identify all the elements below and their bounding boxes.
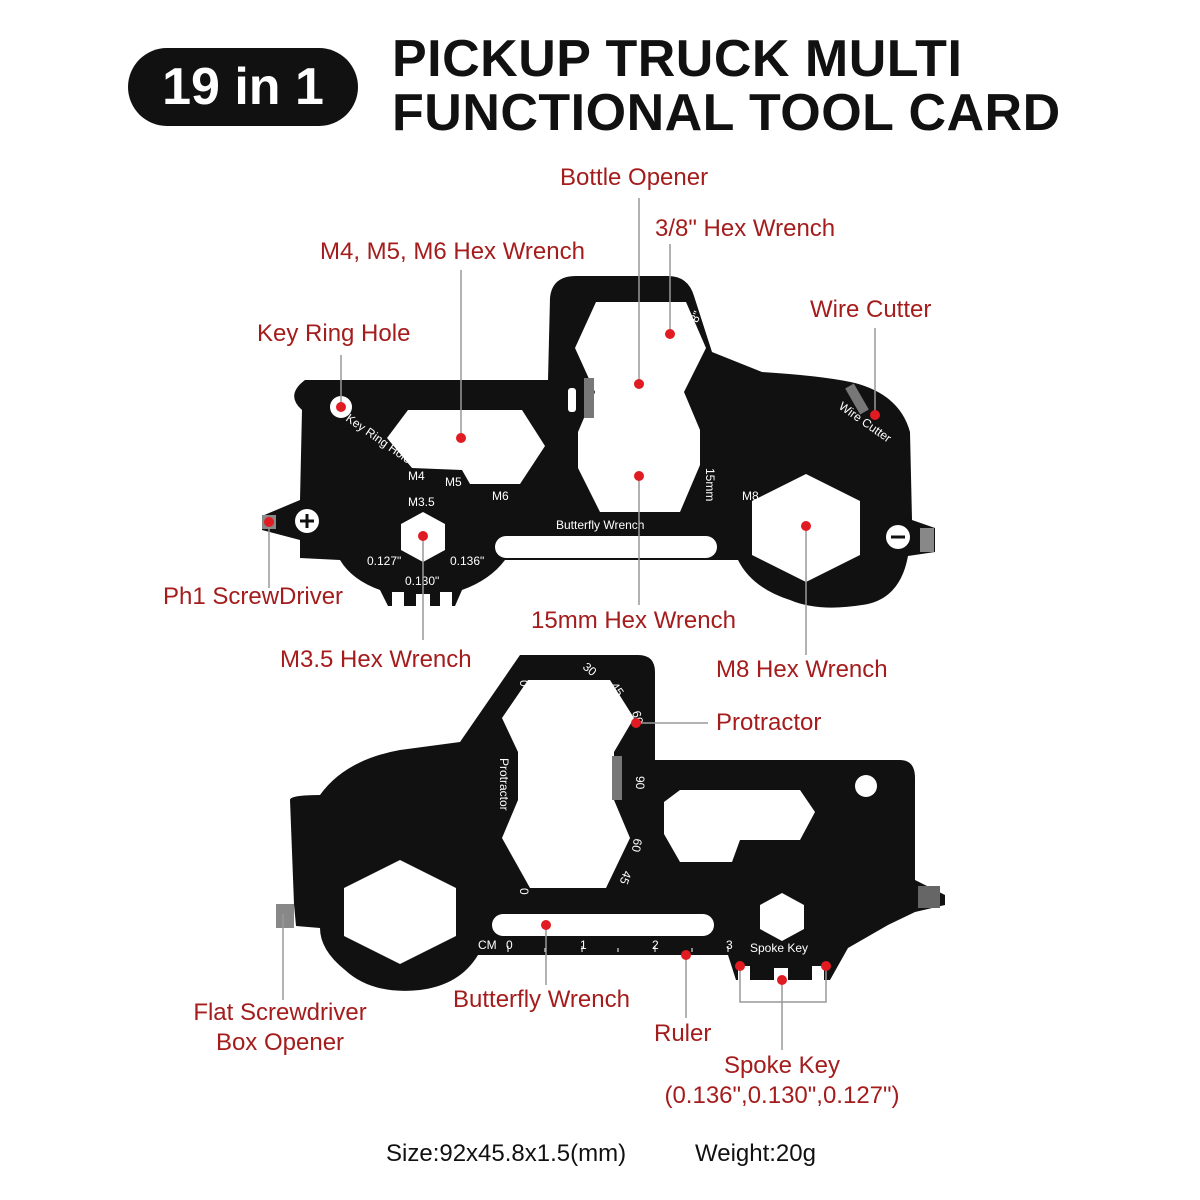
m4-m6-hex-wrench-cutout [387,410,545,484]
dot-15mm [634,471,644,481]
leader-lines [268,198,876,1050]
label-protractor: Protractor [716,709,822,736]
label-3-8-hex-wrench: 3/8" Hex Wrench [655,215,836,242]
dot-spoke-2 [777,975,787,985]
etch-protractor: Protractor [497,758,511,811]
label-spoke-line-1: Spoke Key [723,1052,841,1079]
label-flat-line-1: Flat Screwdriver [193,999,367,1026]
back-key-ring-hole [855,775,877,797]
label-key-ring-hole: Key Ring Hole [257,320,411,347]
etch-angle-45-bottom: 45 [617,869,635,887]
etch-m5: M5 [445,475,462,489]
label-flat-screwdriver: Flat Screwdriver Box Opener [180,999,380,1057]
etch-angle-0-bottom: 0 [517,888,531,895]
dot-ruler [681,950,691,960]
label-spoke-line-2: (0.136",0.130",0.127") [664,1082,900,1109]
dot-m35 [418,531,428,541]
etch-ruler-2: 2 [652,938,659,952]
dot-protractor [631,718,641,728]
flat-tip-front [920,528,934,552]
ruler-ticks [507,946,729,952]
spoke-hex-cutout [760,893,804,941]
label-15mm-hex-wrench: 15mm Hex Wrench [531,607,736,634]
ph1-cross [300,514,314,528]
etch-angle-90: 90 [633,776,647,790]
etch-spoke-key: Spoke Key [750,941,808,955]
back-card: Protractor 0 30 45 60 90 60 45 0 CM 0 1 … [276,655,945,991]
dot-wire-cutter [870,410,880,420]
etch-ruler-1: 1 [580,938,587,952]
dot-3-8 [665,329,675,339]
protractor-opening [502,680,634,888]
label-flat-line-2: Box Opener [215,1029,345,1056]
front-spoke-notch-3 [440,592,452,606]
dot-key-ring [336,402,346,412]
etch-m4: M4 [408,469,425,483]
label-ph1-screwdriver: Ph1 ScrewDriver [163,583,344,610]
dot-m8 [801,521,811,531]
front-slot [495,536,717,558]
etch-130: 0.130" [405,574,439,588]
dot-spoke-1 [735,961,745,971]
label-butterfly-wrench: Butterfly Wrench [453,986,630,1013]
bottle-icon [568,388,576,412]
etch-ruler-3: 3 [726,938,733,952]
title-line-1: PICKUP TRUCK MULTI [392,30,963,88]
etch-cm: CM [478,938,497,952]
etch-m35: M3.5 [408,495,435,509]
label-wire-cutter: Wire Cutter [810,296,932,323]
label-ruler: Ruler [654,1020,712,1047]
title-line-2: FUNCTIONAL TOOL CARD [392,84,1061,142]
etch-angle-0-top: 0 [517,680,531,687]
label-m4-m5-m6-hex-wrench: M4, M5, M6 Hex Wrench [320,238,585,265]
wire-cutter-edge [845,383,869,415]
bottle-opener-cutout [575,302,706,512]
back-slot [492,914,714,936]
bottle-notch [584,378,594,418]
etch-127: 0.127" [367,554,401,568]
leader-spoke-bracket [739,966,827,1003]
dot-bottle-opener [634,379,644,389]
back-right-tip [918,886,940,908]
etch-m6: M6 [492,489,509,503]
badge-19-in-1: 19 in 1 [128,48,358,126]
etch-butterfly-wrench: Butterfly Wrench [556,518,644,532]
marker-dots [264,329,880,985]
etch-ruler-0: 0 [506,938,513,952]
label-m3-5-hex-wrench: M3.5 Hex Wrench [280,646,472,673]
etch-136: 0.136" [450,554,484,568]
spec-size: Size:92x45.8x1.5(mm) [386,1140,627,1167]
flat-screwdriver-tip [276,904,294,928]
dot-spoke-3 [821,961,831,971]
label-bottle-opener: Bottle Opener [560,164,709,191]
back-notch [612,756,622,800]
spec-weight: Weight:20g [695,1140,816,1167]
back-spoke-notch-3 [812,966,824,980]
label-spoke-key: Spoke Key (0.136",0.130",0.127") [642,1052,922,1110]
front-spoke-notch-1 [392,592,404,606]
back-large-hex-cutout [344,860,456,964]
etch-angle-60-bottom: 60 [629,837,645,853]
page-title: PICKUP TRUCK MULTI FUNCTIONAL TOOL CARD [392,32,1061,140]
back-hex-wrench-cutout [664,790,815,862]
etch-m8: M8 [742,489,759,503]
etch-15mm: 15mm [703,468,717,501]
dot-m4-m6 [456,433,466,443]
dot-ph1 [264,517,274,527]
dot-butterfly [541,920,551,930]
label-m8-hex-wrench: M8 Hex Wrench [716,656,888,683]
